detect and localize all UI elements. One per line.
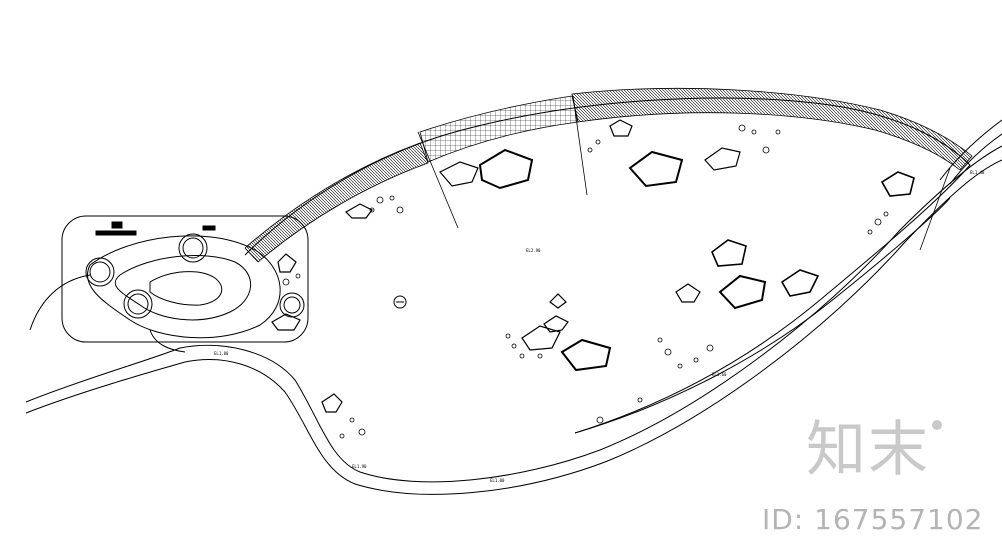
elevation-labels: EL1.80 EL2.90 EL1.60 EL1.90 EL1.00 EL1.4… xyxy=(214,170,985,483)
radial-lines xyxy=(417,95,951,251)
elevation-label: EL1.80 xyxy=(214,351,229,356)
elevation-label: EL1.00 xyxy=(490,478,505,483)
hatched-paving-band xyxy=(244,87,973,263)
plaza-area xyxy=(29,215,309,353)
stepping-stones xyxy=(271,119,915,413)
elevation-label: EL1.40 xyxy=(970,170,985,175)
watermark-dot-icon xyxy=(932,420,942,430)
marker-symbol xyxy=(393,295,407,309)
elevation-label: EL1.90 xyxy=(352,464,367,469)
lawn-boundary xyxy=(244,97,971,434)
watermark-logo: 知末 xyxy=(806,420,942,480)
shrub-clusters xyxy=(282,124,889,439)
elevation-label: EL1.60 xyxy=(712,372,727,377)
watermark-id: ID: 167557102 xyxy=(762,503,984,536)
upper-right-path xyxy=(939,119,1002,185)
elevation-label: EL2.90 xyxy=(526,248,541,253)
watermark-logo-text: 知末 xyxy=(806,415,930,485)
